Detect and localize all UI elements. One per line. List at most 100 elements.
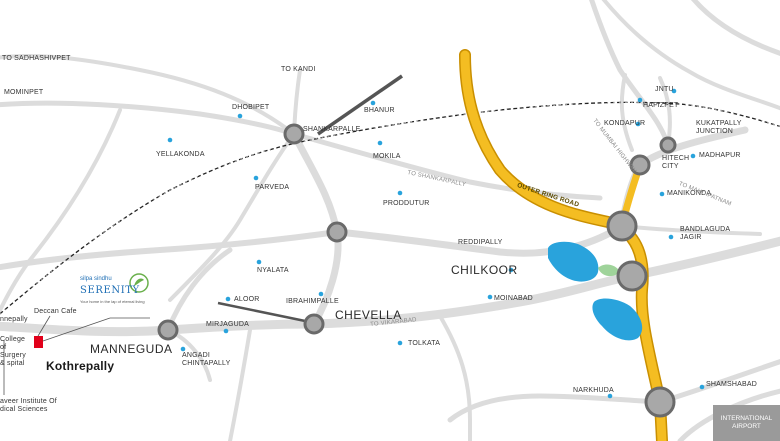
road-south-loop	[228, 328, 252, 441]
logo-tagline: Your home in the lap of eternal living	[80, 299, 145, 304]
dot-bhanur	[370, 100, 376, 106]
dot-yellakonda	[167, 137, 173, 143]
label-mokila: MOKILA	[373, 153, 401, 160]
junction-reddipally-north	[326, 221, 348, 243]
project-marker	[34, 336, 43, 348]
airport-box[interactable]: INTERNATIONAL AIRPORT	[713, 405, 780, 441]
label-dhobipet: DHOBIPET	[232, 104, 270, 111]
road-yellakonda-south	[0, 108, 122, 315]
dot-tolkata	[397, 340, 403, 346]
dot-aloor	[225, 296, 231, 302]
lake-osman-sagar	[592, 298, 643, 341]
label-manneguda: MANNEGUDA	[90, 342, 173, 356]
junction-orr-bandlaguda	[606, 210, 638, 242]
label-yellakonda: YELLAKONDA	[156, 151, 205, 158]
logo-name: SERENITY	[80, 285, 140, 296]
road-hitech-link	[618, 126, 749, 230]
dot-proddutur	[397, 190, 403, 196]
label-hafizpet: HAFIZPET	[643, 102, 679, 109]
label-manikonda: MANIKONDA	[667, 190, 712, 197]
label-kothrepally: Kothrepally	[46, 359, 115, 373]
label-bandlaguda-jagir: BANDLAGUDA JAGIR	[680, 226, 730, 242]
road-nyalata-west	[0, 229, 340, 271]
label-jntu: JNTU	[655, 86, 674, 93]
dot-chilkoor	[508, 267, 514, 273]
label-mominpet: MOMINPET	[4, 89, 44, 96]
label-bhanur: BHANUR	[364, 107, 395, 114]
label-nyalata: NYALATA	[257, 267, 289, 274]
dot-ibrahimpalle	[318, 291, 324, 297]
label-institute: aveer Institute Of dical Sciences	[0, 398, 57, 414]
dot-kondapur	[635, 121, 641, 127]
leader-deccan	[37, 315, 51, 337]
junction-hitech	[659, 136, 677, 154]
junction-shankarpalle	[283, 123, 305, 145]
road-parveda	[168, 132, 296, 302]
label-chilkoor: CHILKOOR	[451, 263, 518, 277]
lake-green-patch	[598, 264, 620, 277]
label-chevella: CHEVELLA	[335, 308, 402, 322]
label-kukatpally-junction: KUKATPALLY JUNCTION	[696, 120, 742, 136]
label-to-kandi: TO KANDI	[281, 66, 316, 73]
dot-shamshabad	[699, 384, 705, 390]
label-reddipally: REDDIPALLY	[458, 239, 503, 246]
label-madhapur: MADHAPUR	[699, 152, 741, 159]
label-deccan-cafe: Deccan Cafe	[34, 308, 77, 315]
label-moinabad: MOINABAD	[494, 295, 533, 302]
serenity-logo[interactable]: silpa sindhu SERENITY Your home in the l…	[78, 272, 150, 316]
label-nnepally: nnepally	[0, 316, 28, 323]
label-proddutur: PRODDUTUR	[383, 200, 430, 207]
label-to-sadhashivpet: TO SADHASHIVPET	[2, 55, 71, 62]
highway-to-bhanur	[317, 74, 403, 136]
road-tolkata-south	[438, 314, 472, 441]
label-hitech-city: HITECH CITY	[662, 155, 690, 171]
lake-himayat-sagar	[548, 241, 599, 282]
label-kondapur: KONDAPUR	[604, 120, 646, 127]
leader-logo	[42, 317, 111, 342]
dot-manikonda	[659, 191, 665, 197]
dot-madhapur	[690, 153, 696, 159]
junction-orr-chilkoor	[616, 260, 648, 292]
label-college: College of Surgery & spital	[0, 336, 26, 368]
place-dots	[167, 88, 705, 399]
label-ibrahimpalle: IBRAHIMPALLE	[286, 298, 339, 305]
label-angadi-chintapally: ANGADI CHINTAPALLY	[182, 352, 231, 368]
road-narkhuda	[447, 393, 663, 423]
dot-jntu	[671, 88, 677, 94]
junction-orr-manikonda	[629, 154, 651, 176]
dot-mokila	[377, 140, 383, 146]
dot-mirjaguda	[223, 328, 229, 334]
label-tolkata: TOLKATA	[408, 340, 441, 347]
road-mominpet	[0, 100, 297, 137]
label-mirjaguda: MIRJAGUDA	[206, 321, 250, 328]
junction-manneguda	[157, 319, 179, 341]
label-shamshabad: SHAMSHABAD	[706, 381, 758, 388]
junctions	[157, 123, 677, 418]
road-sadhashivpet	[0, 53, 296, 136]
dot-parveda	[253, 175, 259, 181]
label-shankarpalle: SHANKARPALLE	[303, 126, 361, 133]
road-northeast-curve	[601, 0, 780, 111]
road-mokila	[291, 131, 603, 201]
label-aloor: ALOOR	[234, 296, 260, 303]
dot-nyalata	[256, 259, 262, 265]
railway-inner	[0, 102, 780, 315]
dot-angadi	[180, 346, 186, 352]
highway-aloor	[217, 301, 311, 324]
road-hitech-north	[589, 0, 671, 148]
dot-dhobipet	[237, 113, 243, 119]
logo-leaf-icon	[129, 273, 149, 293]
dot-moinabad	[487, 294, 493, 300]
logo-brand: silpa sindhu	[80, 276, 112, 282]
dot-bandlaguda	[668, 234, 674, 240]
road-top-right	[690, 0, 780, 56]
label-parveda: PARVEDA	[255, 184, 290, 191]
dot-narkhuda	[607, 393, 613, 399]
road-kondapur	[619, 73, 634, 152]
junction-chevella	[303, 313, 325, 335]
dot-hafizpet	[637, 97, 643, 103]
road-reddipally	[333, 222, 626, 257]
